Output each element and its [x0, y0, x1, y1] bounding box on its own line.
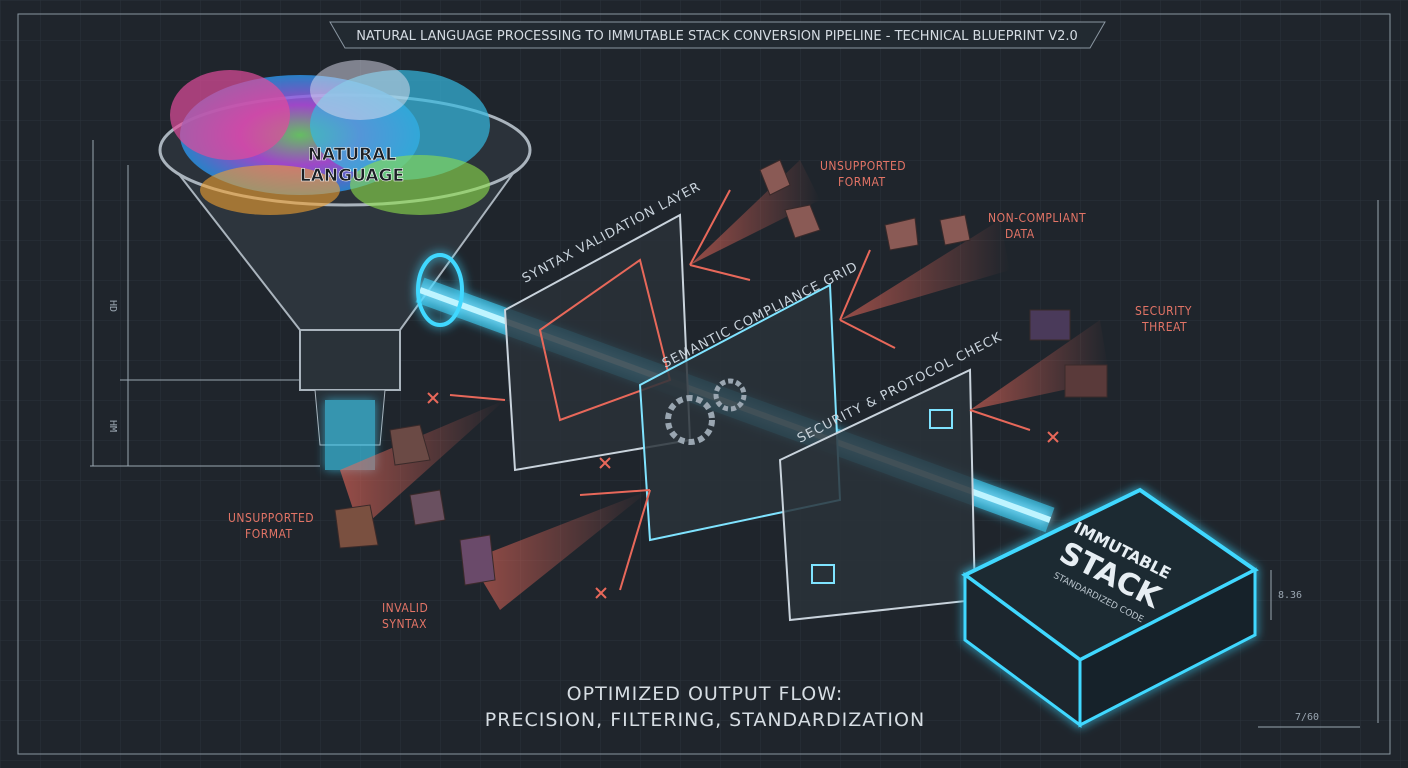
- rejection-label: SYNTAX: [382, 617, 427, 631]
- title: NATURAL LANGUAGE PROCESSING TO IMMUTABLE…: [356, 29, 1078, 44]
- rejection-label: UNSUPPORTED: [228, 511, 314, 525]
- footer-caption: OPTIMIZED OUTPUT FLOW:: [567, 683, 844, 705]
- rejection-label: THREAT: [1141, 320, 1187, 334]
- rejection-label: SECURITY: [1135, 304, 1192, 318]
- lock-icon: [811, 564, 835, 584]
- rejection-label: NON-COMPLIANT: [988, 211, 1086, 225]
- dimension-label: HM: [107, 420, 118, 432]
- lock-icon: [929, 409, 953, 429]
- frame-border: [17, 13, 1391, 755]
- rejected-fragments: [334, 159, 1108, 586]
- funnel: NATURAL LANGUAGE: [158, 60, 532, 470]
- rejection-label: FORMAT: [245, 527, 293, 541]
- rejection-label: DATA: [1005, 227, 1035, 241]
- footer-caption: PRECISION, FILTERING, STANDARDIZATION: [485, 709, 925, 731]
- dimension-lines: [90, 140, 1379, 728]
- title-banner: [329, 21, 1106, 49]
- immutable-stack: IMMUTABLE STACK STANDARDIZED CODE: [961, 487, 1259, 728]
- rejection-label: FORMAT: [838, 175, 886, 189]
- dimension-label: HD: [107, 300, 118, 312]
- dimension-label: 7/60: [1295, 712, 1319, 723]
- funnel-label: NATURAL: [308, 145, 397, 165]
- rejection-label: INVALID: [382, 601, 428, 615]
- reject-x-icons: [427, 392, 1059, 599]
- natural-language-cloud: [170, 60, 490, 215]
- rejection-label: UNSUPPORTED: [820, 159, 906, 173]
- dimension-label: 8.36: [1278, 590, 1302, 601]
- funnel-label: LANGUAGE: [300, 166, 404, 186]
